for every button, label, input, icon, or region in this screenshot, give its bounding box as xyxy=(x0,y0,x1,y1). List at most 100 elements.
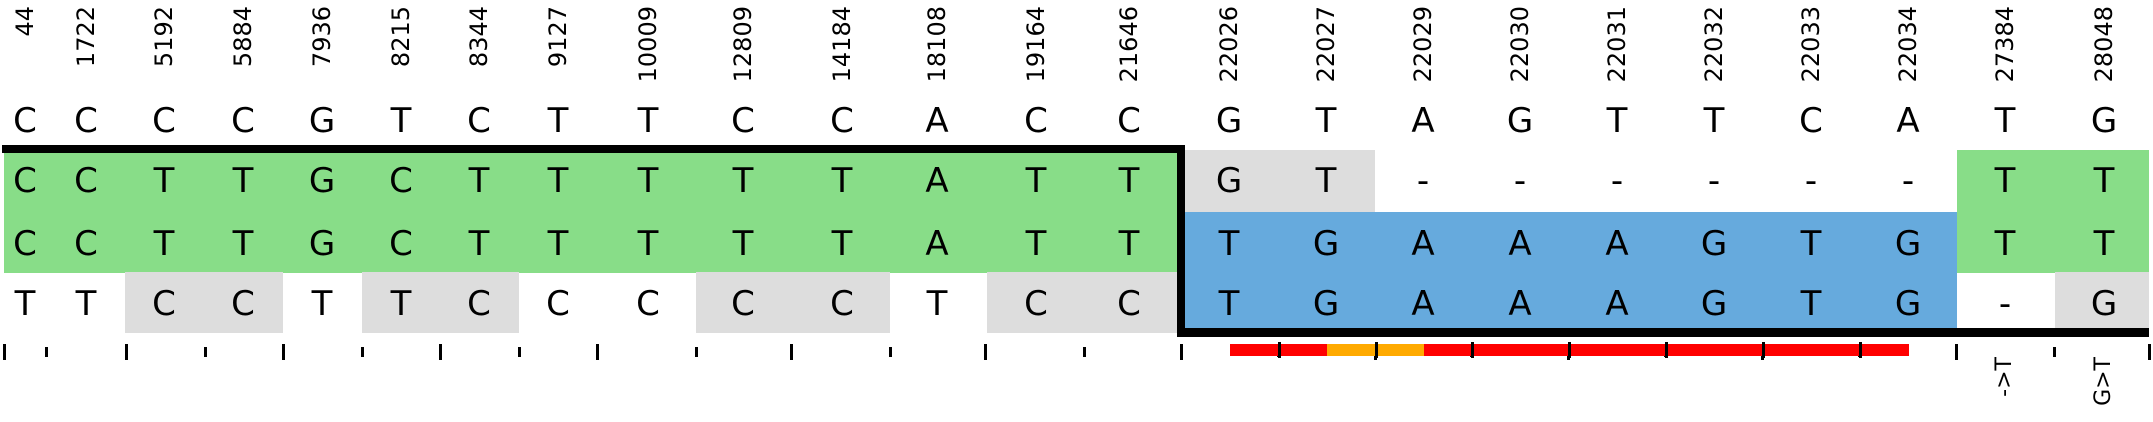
reference-base: T xyxy=(390,101,412,141)
position-text: 5884 xyxy=(229,6,257,68)
cell-fill xyxy=(4,150,56,213)
sequence-base: C xyxy=(636,284,660,324)
sequence-base: G xyxy=(1700,224,1728,264)
cell-fill xyxy=(1762,272,1860,333)
cell-fill xyxy=(518,150,603,213)
sequence-base: T xyxy=(1218,224,1240,264)
position-text: 9127 xyxy=(544,6,572,68)
sequence-base: C xyxy=(731,284,755,324)
cell-fill xyxy=(1179,272,1278,333)
cell-fill xyxy=(1082,272,1179,333)
axis-tick xyxy=(1955,344,1958,360)
cell-fill xyxy=(695,212,793,273)
cell-fill xyxy=(518,212,603,273)
cell-fill xyxy=(1956,212,2055,273)
reference-base: G xyxy=(308,101,336,141)
reference-base: C xyxy=(1799,101,1823,141)
axis-tick xyxy=(2053,347,2056,357)
position-text: 12809 xyxy=(729,6,757,83)
cell-fill xyxy=(1471,272,1569,333)
sequence-base: T xyxy=(831,161,853,201)
sequence-base: - xyxy=(1804,161,1818,201)
sequence-base: T xyxy=(2093,161,2115,201)
sequence-base: T xyxy=(732,161,754,201)
sequence-base: T xyxy=(1218,284,1240,324)
reference-base: G xyxy=(2090,101,2118,141)
cell-fill xyxy=(792,272,890,333)
sequence-base: T xyxy=(1994,224,2016,264)
cell-fill xyxy=(695,272,793,333)
position-text: 7936 xyxy=(308,6,336,68)
reference-base: C xyxy=(731,101,755,141)
segment-divider xyxy=(1762,342,1765,358)
sequence-base: T xyxy=(926,284,948,324)
sequence-base: T xyxy=(14,284,36,324)
position-text: 18108 xyxy=(923,6,951,83)
sequence-base: T xyxy=(2093,224,2115,264)
cell-fill xyxy=(1374,272,1472,333)
sequence-base: T xyxy=(1315,161,1337,201)
axis-tick xyxy=(204,347,207,357)
position-text: 22034 xyxy=(1894,6,1922,83)
sequence-base: T xyxy=(1800,284,1822,324)
reference-base: C xyxy=(152,101,176,141)
axis-tick xyxy=(2148,344,2151,360)
sequence-base: C xyxy=(467,284,491,324)
sequence-base: C xyxy=(830,284,854,324)
sequence-base: C xyxy=(546,284,570,324)
cell-fill xyxy=(792,212,890,273)
reference-base: C xyxy=(13,101,37,141)
sequence-base: A xyxy=(1605,224,1629,264)
sequence-base: A xyxy=(1605,284,1629,324)
sequence-base: T xyxy=(468,224,490,264)
reference-base: A xyxy=(1896,101,1920,141)
reference-base: C xyxy=(1024,101,1048,141)
cell-fill xyxy=(1568,212,1666,273)
cell-fill xyxy=(125,212,204,273)
cell-fill xyxy=(1665,212,1763,273)
axis-tick xyxy=(790,344,793,360)
cell-fill xyxy=(440,272,519,333)
cell-fill xyxy=(986,272,1083,333)
sequence-base: T xyxy=(153,161,175,201)
sequence-base: T xyxy=(637,224,659,264)
sequence-base: T xyxy=(1994,161,2016,201)
reference-base: G xyxy=(1215,101,1243,141)
sequence-base: A xyxy=(1508,224,1532,264)
sequence-base: A xyxy=(925,224,949,264)
reference-base: T xyxy=(637,101,659,141)
sequence-base: C xyxy=(231,284,255,324)
cell-fill xyxy=(203,272,283,333)
sequence-base: A xyxy=(925,161,949,201)
sequence-base: T xyxy=(390,284,412,324)
cell-fill xyxy=(125,272,204,333)
frame-line xyxy=(1177,328,2149,337)
cell-fill xyxy=(1277,272,1375,333)
sequence-base: T xyxy=(75,284,97,324)
reference-base: C xyxy=(830,101,854,141)
sequence-base: G xyxy=(1700,284,1728,324)
sequence-base: T xyxy=(232,161,254,201)
cell-fill xyxy=(361,272,440,333)
cell-fill xyxy=(4,212,56,273)
position-text: 28048 xyxy=(2090,6,2118,83)
sequence-base: C xyxy=(1024,284,1048,324)
position-text: 22030 xyxy=(1506,6,1534,83)
cell-fill xyxy=(203,212,283,273)
position-text: 10009 xyxy=(634,6,662,83)
position-text: 22031 xyxy=(1603,6,1631,83)
sequence-base: T xyxy=(831,224,853,264)
cell-fill xyxy=(440,212,519,273)
position-text: 1722 xyxy=(72,6,100,68)
axis-tick xyxy=(518,347,521,357)
sequence-base: T xyxy=(732,224,754,264)
cell-fill xyxy=(1762,212,1860,273)
segment-divider xyxy=(1665,342,1668,358)
axis-tick xyxy=(3,344,6,360)
position-text: 22032 xyxy=(1700,6,1728,83)
sequence-base: G xyxy=(308,224,336,264)
cell-fill xyxy=(1568,272,1666,333)
sequence-base: G xyxy=(1312,224,1340,264)
cell-fill xyxy=(1859,272,1957,333)
